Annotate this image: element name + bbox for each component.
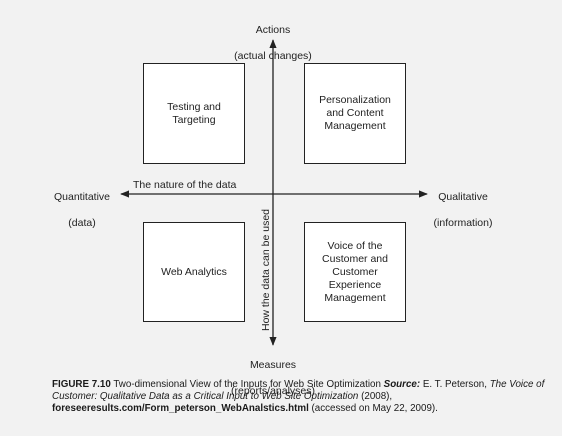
- quadrant-top-left: Testing and Targeting: [143, 63, 245, 164]
- bottom-axis-label: Measures (reports/analyses): [213, 346, 333, 411]
- quadrant-bottom-right-text: Voice of the Customer and Customer Exper…: [322, 239, 388, 304]
- caption-source-title: The Voice of Customer: Qualitative Data …: [52, 379, 545, 403]
- caption-figure-number: FIGURE 7.10: [52, 379, 111, 390]
- right-axis-title: Qualitative: [438, 191, 488, 203]
- top-axis-label: Actions (actual changes): [213, 11, 333, 76]
- quadrant-bottom-left: Web Analytics: [143, 222, 245, 322]
- quadrant-bottom-right: Voice of the Customer and Customer Exper…: [304, 222, 406, 322]
- top-axis-subtitle: (actual changes): [234, 50, 312, 62]
- quadrant-top-left-text: Testing and Targeting: [167, 100, 221, 126]
- left-axis-subtitle: (data): [68, 217, 96, 229]
- bottom-axis-title: Measures: [249, 359, 297, 371]
- left-axis-label: Quantitative (data): [42, 178, 122, 243]
- top-axis-title: Actions: [255, 24, 291, 36]
- quadrant-bottom-left-text: Web Analytics: [161, 265, 227, 278]
- caption-year: (2008),: [361, 391, 393, 403]
- vertical-axis-label: How the data can be used: [260, 208, 272, 331]
- caption-author: E. T. Peterson,: [422, 379, 487, 390]
- caption-source-label: Source:: [383, 379, 421, 390]
- quadrant-top-right: Personalization and Content Management: [304, 63, 406, 164]
- right-axis-label: Qualitative (information): [418, 178, 508, 243]
- horizontal-axis-label: The nature of the data: [133, 179, 237, 191]
- caption-accessed: (accessed on May 22, 2009).: [311, 403, 438, 415]
- caption-url[interactable]: foreseeresults.com/Form_peterson_WebAnal…: [52, 403, 309, 415]
- quadrant-top-right-text: Personalization and Content Management: [319, 94, 391, 132]
- right-axis-subtitle: (information): [433, 217, 493, 229]
- caption-text: Two-dimensional View of the Inputs for W…: [113, 379, 381, 390]
- left-axis-title: Quantitative: [53, 191, 111, 203]
- bottom-axis-subtitle: (reports/analyses): [230, 385, 316, 397]
- figure-caption: FIGURE 7.10 Two-dimensional View of the …: [52, 379, 552, 416]
